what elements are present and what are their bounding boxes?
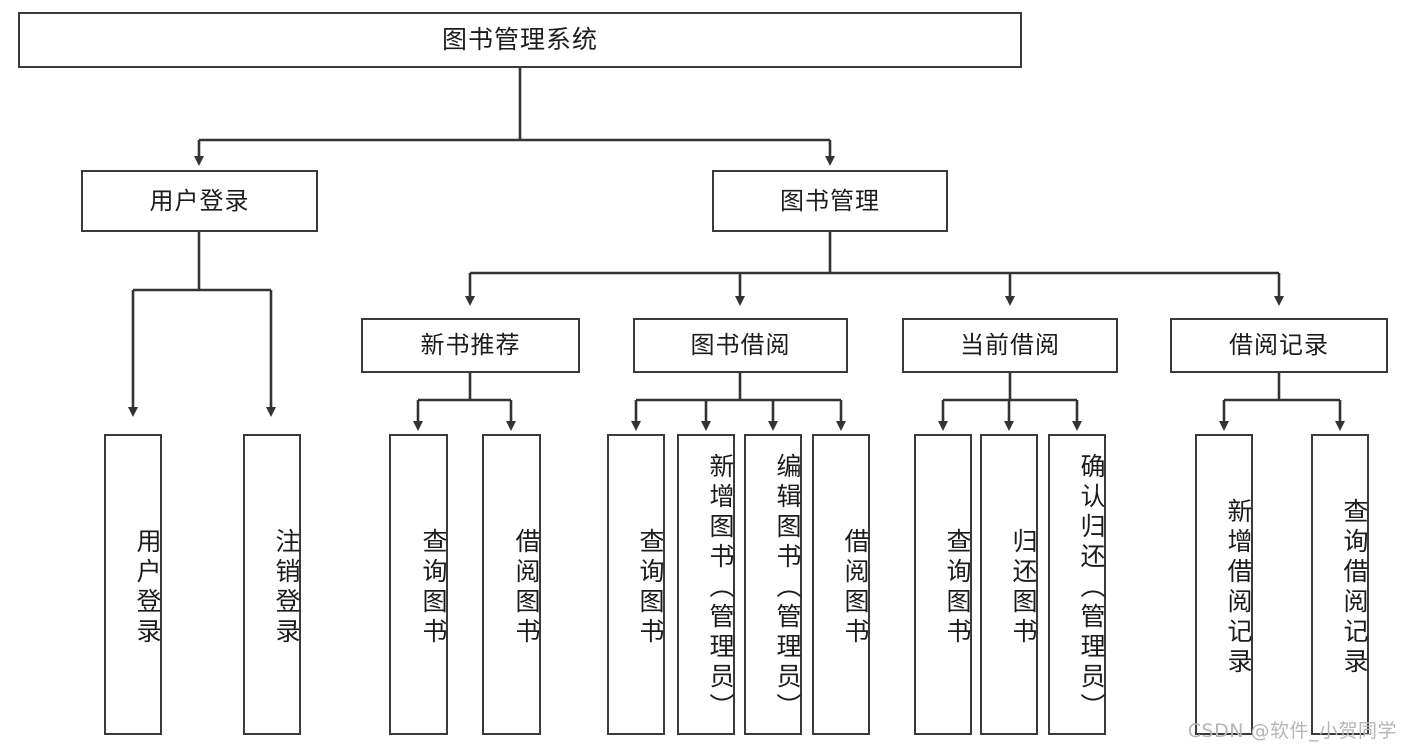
- node-current-borrow[interactable]: 当前借阅: [902, 318, 1118, 373]
- node-label: 借阅图书: [512, 527, 541, 648]
- leaf-query-book-recommend[interactable]: 查询图书: [389, 434, 448, 735]
- leaf-query-book-current[interactable]: 查询图书: [914, 434, 972, 735]
- node-label: 当前借阅: [960, 331, 1060, 360]
- node-label: 查询图书: [419, 527, 448, 648]
- node-label: 借阅图书: [841, 527, 870, 648]
- leaf-user-login[interactable]: 用户登录: [104, 434, 162, 735]
- leaf-borrow-book-recommend[interactable]: 借阅图书: [482, 434, 541, 735]
- node-label: 新增图书（管理员）: [706, 452, 735, 723]
- node-label: 确认归还（管理员）: [1077, 452, 1106, 723]
- leaf-user-logout[interactable]: 注销登录: [243, 434, 301, 735]
- node-label: 注销登录: [272, 527, 301, 648]
- leaf-query-borrow-record[interactable]: 查询借阅记录: [1311, 434, 1369, 735]
- node-book-borrow[interactable]: 图书借阅: [633, 318, 848, 373]
- node-label: 编辑图书（管理员）: [773, 452, 802, 723]
- leaf-add-book-admin[interactable]: 新增图书（管理员）: [677, 434, 735, 735]
- node-book-management[interactable]: 图书管理: [712, 170, 948, 232]
- node-label: 查询图书: [943, 527, 972, 648]
- leaf-confirm-return-admin[interactable]: 确认归还（管理员）: [1048, 434, 1106, 735]
- leaf-borrow-book[interactable]: 借阅图书: [812, 434, 870, 735]
- node-label: 图书管理: [780, 186, 880, 215]
- node-label: 用户登录: [133, 527, 162, 648]
- watermark: CSDN @软件_小贺同学: [1187, 720, 1397, 742]
- node-user-login[interactable]: 用户登录: [81, 170, 318, 232]
- node-label: 图书借阅: [690, 331, 791, 360]
- node-label: 归还图书: [1009, 527, 1038, 648]
- node-label: 用户登录: [149, 186, 250, 215]
- leaf-return-book[interactable]: 归还图书: [980, 434, 1038, 735]
- node-label: 图书管理系统: [441, 25, 598, 55]
- node-label: 新增借阅记录: [1224, 497, 1253, 678]
- node-root-book-management-system[interactable]: 图书管理系统: [18, 12, 1022, 68]
- node-label: 借阅记录: [1229, 331, 1329, 360]
- leaf-add-borrow-record[interactable]: 新增借阅记录: [1195, 434, 1253, 735]
- leaf-edit-book-admin[interactable]: 编辑图书（管理员）: [744, 434, 802, 735]
- node-new-book-recommend[interactable]: 新书推荐: [361, 318, 580, 373]
- leaf-query-book-borrow[interactable]: 查询图书: [607, 434, 665, 735]
- node-label: 查询图书: [636, 527, 665, 648]
- node-borrow-record[interactable]: 借阅记录: [1170, 318, 1388, 373]
- node-label: 新书推荐: [420, 331, 521, 360]
- node-label: 查询借阅记录: [1340, 497, 1369, 678]
